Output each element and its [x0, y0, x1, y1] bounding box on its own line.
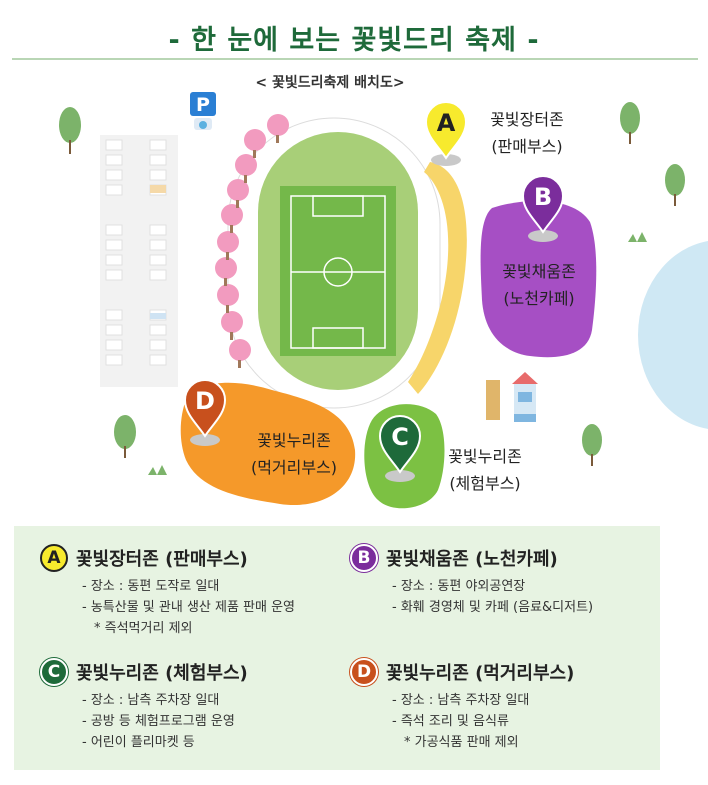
zone-b-area	[480, 200, 597, 358]
zone-d-pin: D	[183, 379, 227, 446]
svg-text:C: C	[391, 423, 409, 451]
zone-info-panel: A 꽃빛장터존 (판매부스) - 장소 : 동편 도작로 일대 - 농특산물 및…	[14, 526, 660, 770]
zone-d-badge: D	[350, 658, 378, 686]
stadium	[227, 117, 441, 409]
info-line: - 장소 : 동편 도작로 일대	[82, 579, 220, 594]
info-line: * 즉석먹거리 제외	[94, 621, 193, 636]
zone-a-label: 꽃빛장터존 (판매부스)	[472, 106, 582, 160]
zone-a-badge: A	[40, 544, 68, 572]
info-zone-b-title: 꽃빛채움존 (노천카페)	[386, 549, 558, 570]
zone-c-badge: C	[40, 658, 68, 686]
info-line: - 공방 등 체험프로그램 운영	[82, 714, 235, 729]
zone-d-area	[180, 382, 356, 506]
zone-b-name: 꽃빛채움존	[502, 262, 576, 281]
zone-a-pin: A	[424, 101, 468, 166]
cherry-blossom-trees	[215, 114, 289, 361]
zone-d-sub: (먹거리부스)	[250, 458, 338, 477]
svg-text:B: B	[534, 183, 552, 211]
parking-lot	[100, 135, 178, 387]
zone-c-pin: C	[378, 415, 422, 482]
pond	[638, 241, 708, 429]
svg-text:A: A	[437, 109, 456, 137]
zone-a-area	[408, 162, 467, 394]
map-caption: < 꽃빛드리축제 배치도>	[255, 75, 405, 91]
zone-d-name: 꽃빛누리존	[257, 431, 331, 450]
zone-c-label: 꽃빛누리존 (체험부스)	[430, 443, 540, 497]
info-zone-c-title: 꽃빛누리존 (체험부스)	[76, 663, 248, 684]
info-zone-b: B 꽃빛채움존 (노천카페) - 장소 : 동편 야외공연장 - 화훼 경영체 …	[350, 540, 593, 618]
info-zone-c: C 꽃빛누리존 (체험부스) - 장소 : 남측 주차장 일대 - 공방 등 체…	[40, 654, 248, 753]
info-zone-a: A 꽃빛장터존 (판매부스) - 장소 : 동편 도작로 일대 - 농특산물 및…	[40, 540, 295, 639]
zone-b-pin: B	[521, 175, 565, 242]
info-line: - 어린이 플리마켓 등	[82, 735, 195, 750]
info-zone-d: D 꽃빛누리존 (먹거리부스) - 장소 : 남측 주차장 일대 - 즉석 조리…	[350, 654, 574, 753]
zone-b-badge: B	[350, 544, 378, 572]
zone-b-sub: (노천카페)	[503, 289, 575, 308]
parking-sign-text: P	[196, 94, 210, 116]
page-title: - 한 눈에 보는 꽃빛드리 축제 -	[168, 25, 540, 56]
info-zone-d-title: 꽃빛누리존 (먹거리부스)	[386, 663, 575, 684]
zone-a-sub: (판매부스)	[491, 137, 563, 156]
playground	[486, 372, 538, 422]
title-divider	[12, 58, 698, 60]
info-line: - 즉석 조리 및 음식류	[392, 714, 509, 729]
info-line: - 농특산물 및 관내 생산 제품 판매 운영	[82, 600, 296, 615]
info-line: - 화훼 경영체 및 카페 (음료&디저트)	[392, 600, 594, 615]
svg-text:D: D	[195, 387, 215, 415]
zone-b-label: 꽃빛채움존 (노천카페)	[484, 258, 594, 312]
info-zone-a-title: 꽃빛장터존 (판매부스)	[76, 549, 248, 570]
info-line: * 가공식품 판매 제외	[404, 735, 519, 750]
zone-a-name: 꽃빛장터존	[490, 110, 564, 129]
info-line: - 장소 : 남측 주차장 일대	[82, 693, 220, 708]
zone-d-label: 꽃빛누리존 (먹거리부스)	[234, 427, 354, 481]
zone-c-sub: (체험부스)	[449, 474, 521, 493]
green-trees	[59, 102, 685, 475]
festival-map: P	[59, 92, 708, 509]
info-line: - 장소 : 동편 야외공연장	[392, 579, 526, 594]
parking-icon: P	[190, 92, 216, 130]
zone-c-name: 꽃빛누리존	[448, 447, 522, 466]
info-line: - 장소 : 남측 주차장 일대	[392, 693, 530, 708]
